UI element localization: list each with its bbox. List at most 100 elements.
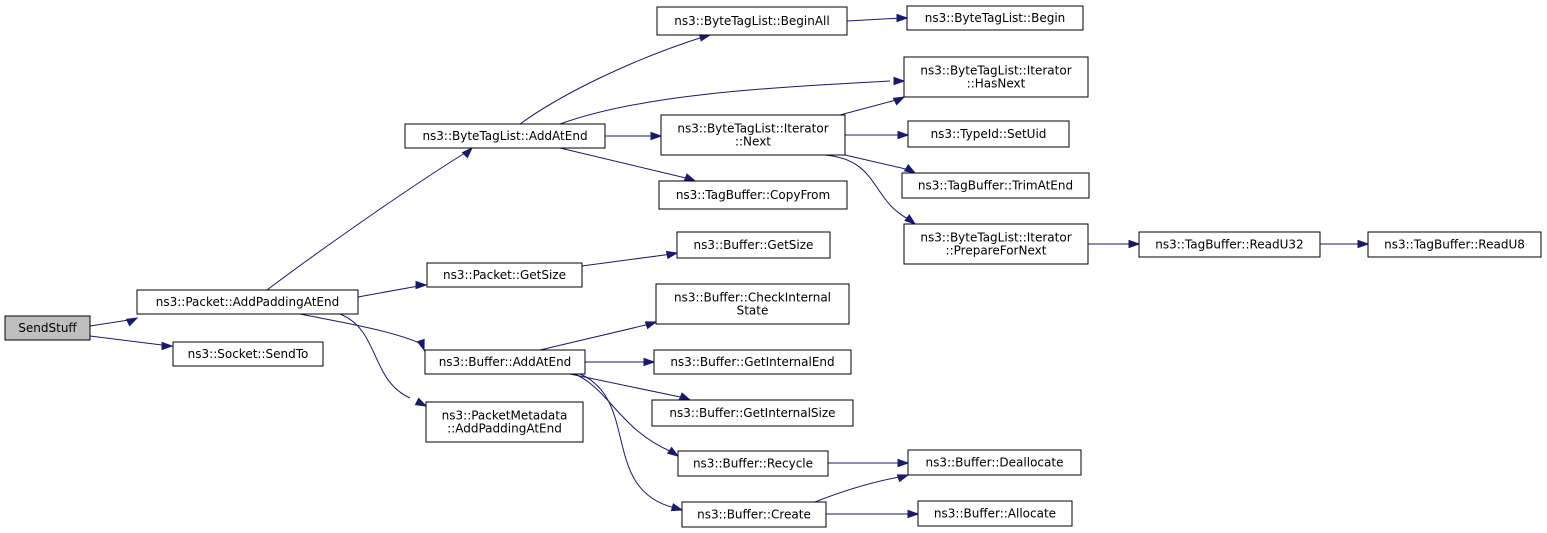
- node-label: ns3::Buffer::GetSize: [694, 238, 814, 252]
- node-label: ns3::ByteTagList::Iterator: [677, 122, 828, 136]
- node-label: ns3::TagBuffer::CopyFrom: [676, 188, 830, 202]
- node-box: [655, 283, 850, 325]
- edge-line: [569, 373, 686, 399]
- arrowhead: [1128, 239, 1141, 249]
- node-buffer-recycle[interactable]: ns3::Buffer::Recycle: [677, 450, 829, 477]
- node-label: ns3::ByteTagList::Iterator: [920, 64, 1071, 78]
- edge-line: [581, 253, 673, 267]
- edge-bytetaglist-iterator-next-to-bytetaglist-iterator-preparefornext: [824, 154, 917, 225]
- node-label: ns3::Buffer::Deallocate: [926, 456, 1064, 470]
- edge-line: [844, 154, 911, 171]
- node-box: [901, 172, 1090, 199]
- node-label: ns3::ByteTagList::AddAtEnd: [422, 129, 587, 143]
- node-tagbuffer-copyfrom[interactable]: ns3::TagBuffer::CopyFrom: [658, 180, 848, 210]
- node-box: [1367, 231, 1542, 258]
- node-tagbuffer-readu8[interactable]: ns3::TagBuffer::ReadU8: [1367, 231, 1542, 258]
- node-buffer-create[interactable]: ns3::Buffer::Create: [681, 501, 827, 528]
- node-box: [660, 114, 846, 156]
- node-bytetaglist-iterator-preparefornext[interactable]: ns3::ByteTagList::Iterator::PrepareForNe…: [903, 223, 1089, 265]
- edge-sendstuff-to-socket-sendto: [89, 335, 174, 351]
- edge-line: [559, 147, 691, 180]
- arrowhead: [670, 503, 684, 512]
- node-label: ns3::Socket::SendTo: [188, 347, 309, 361]
- node-label: ::AddPaddingAtEnd: [447, 422, 562, 436]
- node-label: ns3::Buffer::CheckInternal: [674, 291, 831, 305]
- arrowhead: [125, 317, 139, 327]
- edge-buffer-recycle-to-buffer-deallocate: [828, 458, 910, 468]
- node-label: ns3::Buffer::Create: [697, 508, 811, 522]
- node-buffer-getinternalend[interactable]: ns3::Buffer::GetInternalEnd: [653, 349, 852, 375]
- node-label: ns3::TagBuffer::ReadU32: [1155, 238, 1303, 252]
- node-buffer-getinternalsize[interactable]: ns3::Buffer::GetInternalSize: [651, 399, 854, 427]
- node-label: ::HasNext: [967, 77, 1026, 91]
- arrowhead: [903, 163, 917, 174]
- arrowhead: [907, 509, 920, 519]
- node-box: [906, 5, 1084, 31]
- node-socket-sendto[interactable]: ns3::Socket::SendTo: [172, 341, 324, 367]
- edge-bytetaglist-addatend-to-bytetaglist-iterator-next: [605, 131, 663, 141]
- node-label: State: [737, 304, 769, 318]
- node-buffer-addatend[interactable]: ns3::Buffer::AddAtEnd: [424, 349, 586, 375]
- node-buffer-getsize[interactable]: ns3::Buffer::GetSize: [676, 231, 831, 259]
- node-box: [903, 56, 1089, 98]
- node-label: ns3::Buffer::Allocate: [934, 507, 1056, 521]
- node-bytetaglist-addatend[interactable]: ns3::ByteTagList::AddAtEnd: [404, 123, 606, 149]
- node-label: ns3::ByteTagList::Begin: [925, 11, 1066, 25]
- node-packet-getsize[interactable]: ns3::Packet::GetSize: [426, 262, 583, 288]
- edge-line: [579, 373, 676, 509]
- node-buffer-allocate[interactable]: ns3::Buffer::Allocate: [917, 500, 1073, 527]
- arrowhead: [897, 130, 910, 140]
- node-label: ns3::Packet::AddPaddingAtEnd: [156, 295, 340, 309]
- edge-line: [339, 313, 411, 399]
- edge-line: [519, 35, 707, 125]
- node-bytetaglist-iterator-hasnext[interactable]: ns3::ByteTagList::Iterator::HasNext: [903, 56, 1089, 98]
- arrowhead: [1357, 239, 1370, 249]
- edge-line: [266, 149, 471, 291]
- arrowhead: [892, 96, 906, 106]
- node-label: ns3::PacketMetadata: [442, 409, 568, 423]
- edge-packet-addpaddingatend-to-packetmetadata-addpaddingatend: [339, 313, 428, 407]
- node-box: [1138, 231, 1321, 258]
- node-box: [903, 223, 1089, 265]
- node-box: [172, 341, 324, 367]
- edge-bytetaglist-addatend-to-bytetaglist-iterator-hasnext: [559, 76, 906, 125]
- arrowhead: [896, 13, 909, 23]
- arrowhead: [678, 392, 692, 401]
- arrowhead: [161, 341, 174, 351]
- arrowhead: [643, 357, 656, 367]
- edge-bytetaglist-iterator-next-to-typeid-setuid: [845, 130, 910, 140]
- node-typeid-setuid[interactable]: ns3::TypeId::SetUid: [907, 120, 1070, 148]
- arrowhead: [904, 214, 917, 225]
- node-buffer-deallocate[interactable]: ns3::Buffer::Deallocate: [907, 449, 1082, 476]
- node-label: ns3::Packet::GetSize: [443, 268, 566, 282]
- arrowhead: [897, 458, 910, 468]
- edge-packet-getsize-to-buffer-getsize: [581, 250, 679, 267]
- node-label: ns3::ByteTagList::Iterator: [920, 231, 1071, 245]
- edge-packet-addpaddingatend-to-buffer-addatend: [299, 313, 425, 352]
- arrowhead: [665, 250, 679, 260]
- edge-line: [299, 313, 423, 345]
- node-box: [4, 315, 91, 341]
- edge-line: [89, 335, 171, 347]
- arrowhead: [650, 131, 663, 141]
- node-box: [425, 401, 584, 443]
- node-sendstuff[interactable]: SendStuff: [4, 315, 91, 341]
- node-box: [676, 231, 831, 259]
- node-bytetaglist-iterator-next[interactable]: ns3::ByteTagList::Iterator::Next: [660, 114, 846, 156]
- node-packetmetadata-addpaddingatend[interactable]: ns3::PacketMetadata::AddPaddingAtEnd: [425, 401, 584, 443]
- node-bytetaglist-beginall[interactable]: ns3::ByteTagList::BeginAll: [656, 6, 848, 36]
- edge-bytetaglist-addatend-to-bytetaglist-beginall: [519, 33, 712, 125]
- node-label: ns3::Buffer::GetInternalSize: [669, 406, 835, 420]
- node-packet-addpaddingatend[interactable]: ns3::Packet::AddPaddingAtEnd: [136, 289, 359, 315]
- node-tagbuffer-readu32[interactable]: ns3::TagBuffer::ReadU32: [1138, 231, 1321, 258]
- node-bytetaglist-begin[interactable]: ns3::ByteTagList::Begin: [906, 5, 1084, 31]
- node-box: [907, 449, 1082, 476]
- arrowhead: [414, 397, 428, 407]
- node-label: ::Next: [735, 135, 771, 149]
- node-box: [656, 6, 848, 36]
- arrowhead: [416, 338, 425, 352]
- node-tagbuffer-trimatend[interactable]: ns3::TagBuffer::TrimAtEnd: [901, 172, 1090, 199]
- edge-packet-addpaddingatend-to-packet-getsize: [357, 280, 428, 298]
